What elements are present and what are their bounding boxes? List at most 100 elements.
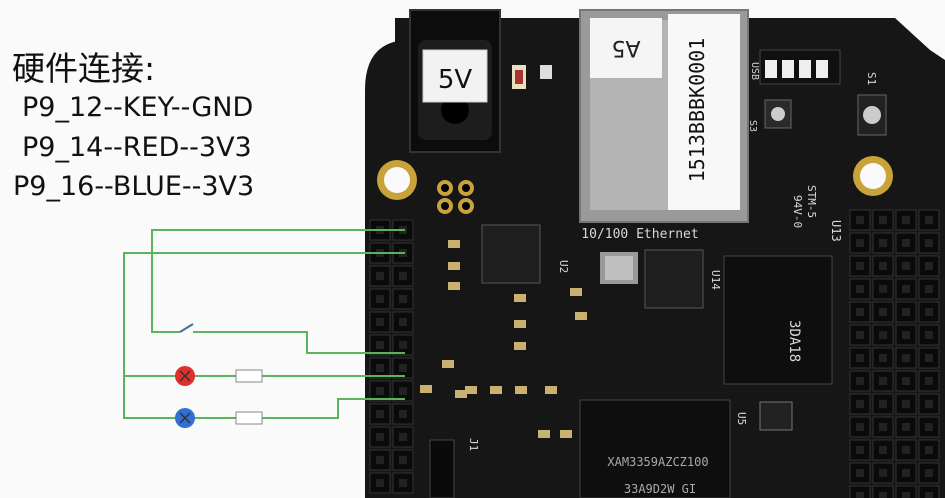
heading: 硬件连接:: [12, 49, 156, 88]
power-label: 5V: [438, 65, 473, 95]
header-p8: [849, 209, 940, 498]
wire-blue-out: [262, 398, 405, 419]
header-pin-hole: [376, 387, 384, 395]
header-pin-hole: [376, 318, 384, 326]
header-pin-hole: [399, 456, 407, 464]
smd-part: [514, 320, 526, 328]
silk-j1: J1: [467, 438, 480, 451]
header-pin-hole: [856, 469, 864, 477]
silk-stm: STM-5: [805, 185, 818, 218]
header-pin-hole: [879, 285, 887, 293]
header-pin-hole: [879, 239, 887, 247]
header-pin-hole: [925, 492, 933, 498]
header-pin-hole: [879, 216, 887, 224]
header-pin-hole: [856, 423, 864, 431]
header-pin-hole: [925, 262, 933, 270]
mem-label: 3DA18: [786, 320, 802, 362]
header-pin-hole: [399, 479, 407, 487]
header-pin-hole: [376, 295, 384, 303]
connection-red: P9_14--RED--3V3: [22, 132, 252, 163]
header-pin-hole: [902, 216, 910, 224]
wire-gnd-bus: [123, 252, 405, 419]
silk-u14: U14: [709, 270, 722, 290]
header-pin-hole: [399, 295, 407, 303]
header-pin-hole: [925, 354, 933, 362]
smd-part: [490, 386, 502, 394]
header-pin-hole: [925, 423, 933, 431]
header-pin-hole: [902, 285, 910, 293]
eth-sticker-a: A5: [611, 35, 640, 60]
header-pin-hole: [399, 318, 407, 326]
header-pin-hole: [399, 410, 407, 418]
header-pin-hole: [902, 377, 910, 385]
header-p9: [369, 219, 414, 494]
led-blue-icon: [175, 408, 195, 428]
smd-components: [420, 240, 587, 438]
header-pin-hole: [856, 400, 864, 408]
resistor-blue-icon: [235, 411, 263, 425]
header-pin-hole: [376, 479, 384, 487]
header-pin-hole: [902, 446, 910, 454]
smd-part: [515, 386, 527, 394]
header-pin-hole: [856, 308, 864, 316]
header-pin-hole: [856, 216, 864, 224]
silk-u13: U13: [829, 220, 843, 242]
header-pin-hole: [856, 239, 864, 247]
header-pin-hole: [399, 364, 407, 372]
header-pin-hole: [399, 387, 407, 395]
header-pin-hole: [399, 272, 407, 280]
silk-u5: U5: [735, 412, 748, 425]
silk-usb: USB: [749, 62, 760, 80]
smd-part: [442, 360, 454, 368]
smd-part: [538, 430, 550, 438]
header-pin-hole: [902, 354, 910, 362]
led-red-icon: [175, 366, 195, 386]
header-pin-hole: [925, 285, 933, 293]
resistor-red-icon: [235, 369, 263, 383]
header-pin-hole: [856, 492, 864, 498]
silk-u2: U2: [557, 260, 570, 273]
smd-part: [575, 312, 587, 320]
header-pin-hole: [925, 308, 933, 316]
header-pin-hole: [856, 262, 864, 270]
header-pin-hole: [376, 433, 384, 441]
smd-part: [455, 390, 467, 398]
header-pin-hole: [376, 272, 384, 280]
wire-key-gnd: [193, 331, 405, 354]
header-pin-hole: [925, 400, 933, 408]
header-pin-hole: [856, 285, 864, 293]
key-switch-icon: [179, 323, 194, 333]
smd-part: [514, 294, 526, 302]
silk-s1: S1: [865, 72, 878, 85]
header-pin-hole: [879, 446, 887, 454]
header-pin-hole: [879, 308, 887, 316]
header-pin-hole: [399, 433, 407, 441]
smd-part: [545, 386, 557, 394]
header-pin-hole: [856, 377, 864, 385]
header-pin-hole: [856, 331, 864, 339]
header-pin-hole: [902, 308, 910, 316]
header-pin-hole: [879, 331, 887, 339]
header-pin-hole: [925, 239, 933, 247]
header-pin-hole: [902, 262, 910, 270]
header-pin-hole: [902, 423, 910, 431]
header-pin-hole: [925, 377, 933, 385]
header-pin-hole: [879, 262, 887, 270]
header-pin-hole: [856, 354, 864, 362]
smd-part: [514, 342, 526, 350]
wire-key: [151, 229, 405, 333]
smd-part: [570, 288, 582, 296]
header-pin-hole: [879, 377, 887, 385]
header-pin-hole: [925, 331, 933, 339]
chip-sub: 33A9D2W GI: [624, 482, 696, 496]
header-pin-hole: [376, 456, 384, 464]
header-pin-hole: [879, 354, 887, 362]
header-pin-hole: [902, 469, 910, 477]
connection-blue: P9_16--BLUE--3V3: [13, 171, 255, 202]
connection-key: P9_12--KEY--GND: [22, 92, 254, 123]
header-pin-hole: [902, 400, 910, 408]
header-pin-hole: [925, 216, 933, 224]
header-pin-hole: [925, 446, 933, 454]
smd-part: [560, 430, 572, 438]
